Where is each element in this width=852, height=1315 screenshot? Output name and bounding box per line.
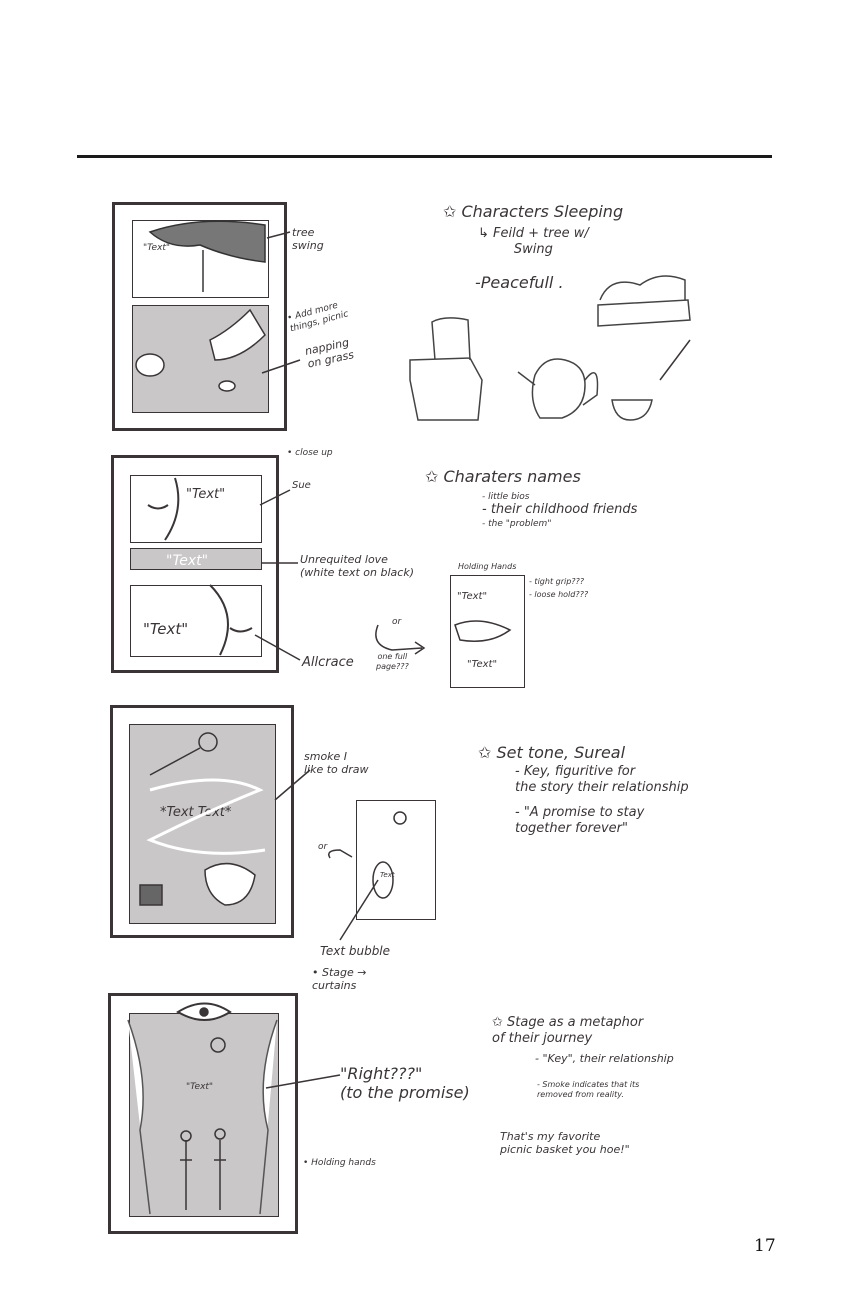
- label-holding-hands: • Holding hands: [303, 1158, 376, 1168]
- label-close-up: • close up: [287, 448, 333, 458]
- label-allcrace: Allcrace: [302, 655, 354, 670]
- note-childhood-friends: - their childhood friends: [482, 502, 638, 517]
- label-or-3: or: [318, 842, 328, 852]
- label-tree-swing: tree swing: [292, 226, 324, 253]
- panel-1-top: [132, 220, 269, 298]
- note-set-tone: ✩ Set tone, Sureal: [478, 743, 626, 762]
- teapot-icon: [517, 358, 599, 419]
- note-little-bios: - little bios: [482, 492, 530, 502]
- side-sketch-key: [356, 800, 436, 920]
- header-rule: [77, 155, 772, 158]
- label-text-bubble: Text bubble: [320, 944, 391, 958]
- note-stage-metaphor: ✩ Stage as a metaphor of their journey: [492, 1015, 644, 1046]
- label-unrequited-love: Unrequited love (white text on black): [300, 553, 414, 580]
- note-key-figurative: - Key, figuritive for the story their re…: [515, 764, 689, 795]
- page-number: 17: [754, 1236, 776, 1256]
- label-one-full-page: one full page???: [376, 652, 409, 671]
- note-problem: - the "problem": [482, 519, 552, 529]
- label-stage-curtains: • Stage → curtains: [312, 966, 367, 993]
- holding-hands-text-2: "Text": [467, 659, 498, 670]
- side-sketch-text: Text: [380, 871, 395, 879]
- label-napping: napping on grass: [303, 335, 356, 371]
- panel-2-speech-2: "Text": [166, 553, 209, 569]
- note-field-tree: ↳ Feild + tree w/ Swing: [478, 226, 589, 257]
- holding-hands-text-1: "Text": [457, 591, 488, 602]
- panel-2-band: [130, 548, 262, 570]
- panel-2-top: [130, 475, 262, 543]
- option-loose-hold: - loose hold???: [529, 590, 589, 599]
- note-peaceful: -Peacefull .: [475, 273, 564, 292]
- holding-hands-sketch: [450, 575, 525, 688]
- note-promise: - "A promise to stay together forever": [515, 805, 645, 836]
- panel-1-speech: "Text": [143, 243, 171, 253]
- label-or: or: [392, 617, 402, 627]
- panel-4-speech: "Text": [186, 1082, 214, 1092]
- picnic-basket-icon: [409, 317, 483, 421]
- tea-infuser-icon: [659, 339, 691, 381]
- note-picnic-quote: That's my favorite picnic basket you hoe…: [500, 1130, 630, 1157]
- note-characters-names: ✩ Charaters names: [425, 467, 581, 486]
- panel-2-bottom: [130, 585, 262, 657]
- panel-3-inner: [129, 724, 276, 924]
- food-tray-icon: [597, 275, 691, 327]
- label-sue: Sue: [292, 480, 311, 491]
- thumbnail-panel-4: [108, 993, 298, 1234]
- label-smoke: smoke I like to draw: [304, 750, 369, 777]
- note-key-relationship: - "Key", their relationship: [535, 1052, 674, 1065]
- panel-2-speech-1: "Text": [186, 487, 226, 502]
- panel-4-inner: [129, 1013, 279, 1217]
- thumbnail-panel-1: [112, 202, 287, 431]
- note-characters-sleeping: ✩ Characters Sleeping: [443, 202, 624, 221]
- panel-1-bottom: [132, 305, 269, 413]
- label-add-more: • Add more things, picnic: [286, 300, 350, 335]
- label-right: "Right???" (to the promise): [340, 1064, 470, 1103]
- thumbnail-panel-3: [110, 705, 294, 938]
- arrow-sketch: [375, 624, 426, 655]
- panel-2-speech-3: "Text": [143, 620, 189, 638]
- note-smoke-reality: - Smoke indicates that its removed from …: [537, 1080, 640, 1099]
- holding-hands-title: Holding Hands: [458, 562, 517, 571]
- option-tight-grip: - tight grip???: [529, 577, 585, 586]
- teacup-icon: [611, 399, 653, 421]
- thumbnail-panel-2: [111, 455, 279, 673]
- panel-3-speech: *Text Text*: [160, 805, 232, 820]
